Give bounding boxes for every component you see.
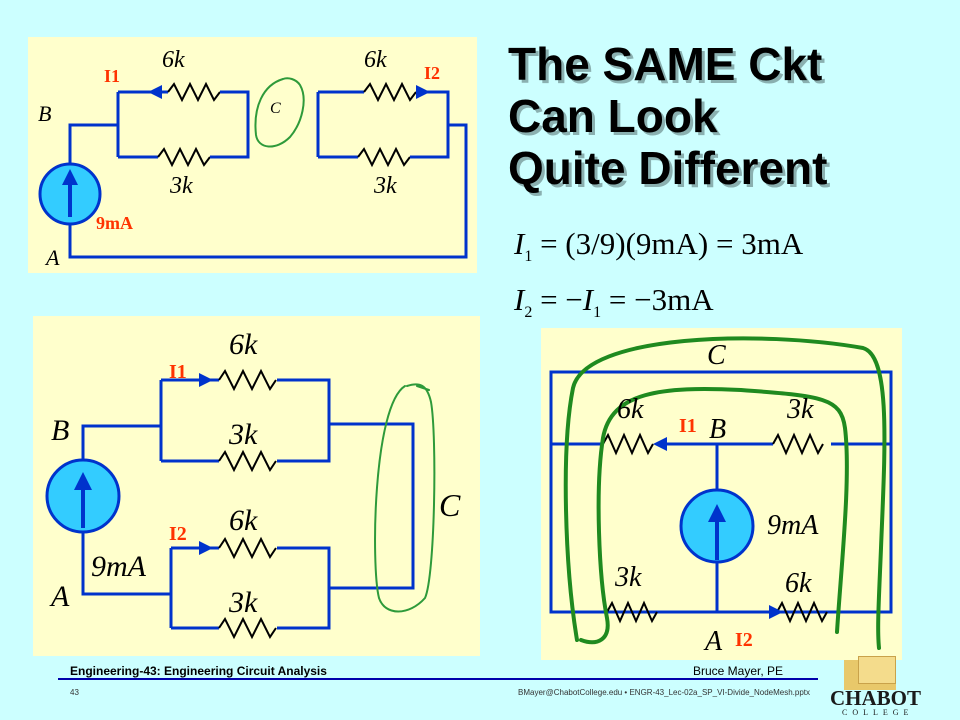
resistor-bottom-left xyxy=(606,600,658,624)
arrow-i2 xyxy=(769,605,783,619)
eq2-sub: 2 xyxy=(524,304,533,322)
footer-file: BMayer@ChabotCollege.edu • ENGR-43_Lec-0… xyxy=(518,688,810,697)
arrow-i1 xyxy=(148,85,162,99)
label-i1: I1 xyxy=(169,361,187,383)
label-r4: 3k xyxy=(228,586,258,619)
label-i2: I2 xyxy=(735,629,753,651)
ink-loop-c xyxy=(563,336,887,650)
eq2-rhs: = −3mA xyxy=(601,282,714,317)
wire-node-a xyxy=(81,528,171,596)
title-line-1: The SAME Ckt xyxy=(508,38,823,90)
eq1-var: I xyxy=(514,226,525,261)
label-node-b: B xyxy=(51,414,69,447)
label-r2: 3k xyxy=(228,418,258,451)
source-arrow-head xyxy=(74,472,92,490)
label-node-a: A xyxy=(703,626,723,657)
resistor-3k-right xyxy=(357,146,411,168)
wire-bottom-group xyxy=(169,546,219,630)
wire-right-end xyxy=(410,90,450,159)
eq2-sub2: 1 xyxy=(593,304,602,322)
arrow-i1 xyxy=(199,373,213,387)
footer-divider xyxy=(58,678,818,680)
title-line-3: Quite Different xyxy=(508,142,828,194)
circuit-stacked-diagram: I1 I2 6k 3k 6k 3k B C A 9mA xyxy=(45,328,461,640)
circuit-original-diagram: I1 I2 6k 3k 6k 3k B C A 9mA xyxy=(38,47,468,270)
wire-top-group xyxy=(159,378,219,463)
equation-i1: I1 = (3/9)(9mA) = 3mA xyxy=(514,226,803,266)
logo-name: CHABOT xyxy=(830,686,922,710)
eq2-mid: = − xyxy=(532,282,583,317)
resistor-6k-left xyxy=(167,81,221,103)
label-r-bottom-left: 3k xyxy=(614,562,642,593)
label-node-a: A xyxy=(44,245,60,270)
ink-loop-c xyxy=(374,383,436,613)
footer-author: Bruce Mayer, PE xyxy=(693,664,784,678)
label-i2: I2 xyxy=(169,523,187,545)
wire-left-right xyxy=(210,90,250,159)
label-r3k-left: 3k xyxy=(169,173,193,199)
label-r3: 6k xyxy=(229,504,258,537)
circuit-bridge-diagram: C 6k 3k I1 B 9mA 3k 6k A I2 xyxy=(549,336,893,657)
label-source: 9mA xyxy=(91,550,147,583)
label-i1: I1 xyxy=(104,66,120,86)
label-source: 9mA xyxy=(96,213,133,233)
resistor-top-right xyxy=(772,432,824,456)
resistor-r2 xyxy=(218,449,277,473)
resistor-3k-left xyxy=(157,146,211,168)
slide-number: 43 xyxy=(70,688,79,697)
ink-loop-c xyxy=(254,77,305,148)
wire-return-a xyxy=(68,123,468,259)
chabot-logo: CHABOT COLLEGE xyxy=(822,656,922,718)
wire-b xyxy=(68,123,118,179)
resistor-top-left xyxy=(602,432,654,456)
eq1-sub: 1 xyxy=(524,248,533,266)
title-line-2: Can Look xyxy=(508,90,718,142)
resistor-6k-right xyxy=(363,81,417,103)
label-i1: I1 xyxy=(679,415,697,437)
arrow-i2 xyxy=(199,541,213,555)
wire-node-b xyxy=(81,424,161,464)
label-r-bottom-right: 6k xyxy=(785,568,812,599)
eq2-var2: I xyxy=(582,282,594,317)
label-node-c: C xyxy=(439,487,461,523)
equation-i2: I2 = −I1 = −3mA xyxy=(514,282,714,322)
label-node-c: C xyxy=(270,100,281,117)
label-r3k-right: 3k xyxy=(373,173,397,199)
source-arrow-head xyxy=(62,169,78,185)
slide-title: The SAME Ckt Can Look Quite Different xyxy=(508,38,827,194)
wire-node-c xyxy=(329,422,415,590)
source-arrow-head xyxy=(708,504,726,522)
arrow-i2 xyxy=(416,85,430,99)
resistor-r3 xyxy=(218,536,277,560)
arrow-i1 xyxy=(653,437,667,451)
wire-top-right xyxy=(277,378,331,463)
resistor-r1 xyxy=(218,368,277,392)
label-r6k-left: 6k xyxy=(162,47,185,73)
resistor-r4 xyxy=(218,616,277,640)
wire-bottom-right xyxy=(277,546,331,630)
circuit-panel-original: I1 I2 6k 3k 6k 3k B C A 9mA xyxy=(28,37,477,273)
label-node-a: A xyxy=(49,580,70,613)
circuit-panel-stacked: I1 I2 6k 3k 6k 3k B C A 9mA xyxy=(33,316,480,656)
label-r-top-left: 6k xyxy=(617,394,644,425)
logo-block-front xyxy=(858,656,896,684)
label-source: 9mA xyxy=(767,510,819,541)
resistor-bottom-right xyxy=(776,600,828,624)
wire-left-block xyxy=(116,90,168,159)
eq2-var: I xyxy=(514,282,525,317)
label-r-top-right: 3k xyxy=(786,394,814,425)
wire-right-block xyxy=(316,90,364,159)
circuit-panel-bridge: C 6k 3k I1 B 9mA 3k 6k A I2 xyxy=(541,328,902,660)
label-r6k-right: 6k xyxy=(364,47,387,73)
label-node-b: B xyxy=(709,414,726,445)
label-node-c: C xyxy=(707,340,726,371)
label-r1: 6k xyxy=(229,328,258,361)
logo-sub: COLLEGE xyxy=(842,708,914,717)
label-node-b: B xyxy=(38,101,51,126)
footer-course: Engineering-43: Engineering Circuit Anal… xyxy=(70,664,327,678)
eq1-rhs: = (3/9)(9mA) = 3mA xyxy=(532,226,804,261)
label-i2: I2 xyxy=(424,63,440,83)
